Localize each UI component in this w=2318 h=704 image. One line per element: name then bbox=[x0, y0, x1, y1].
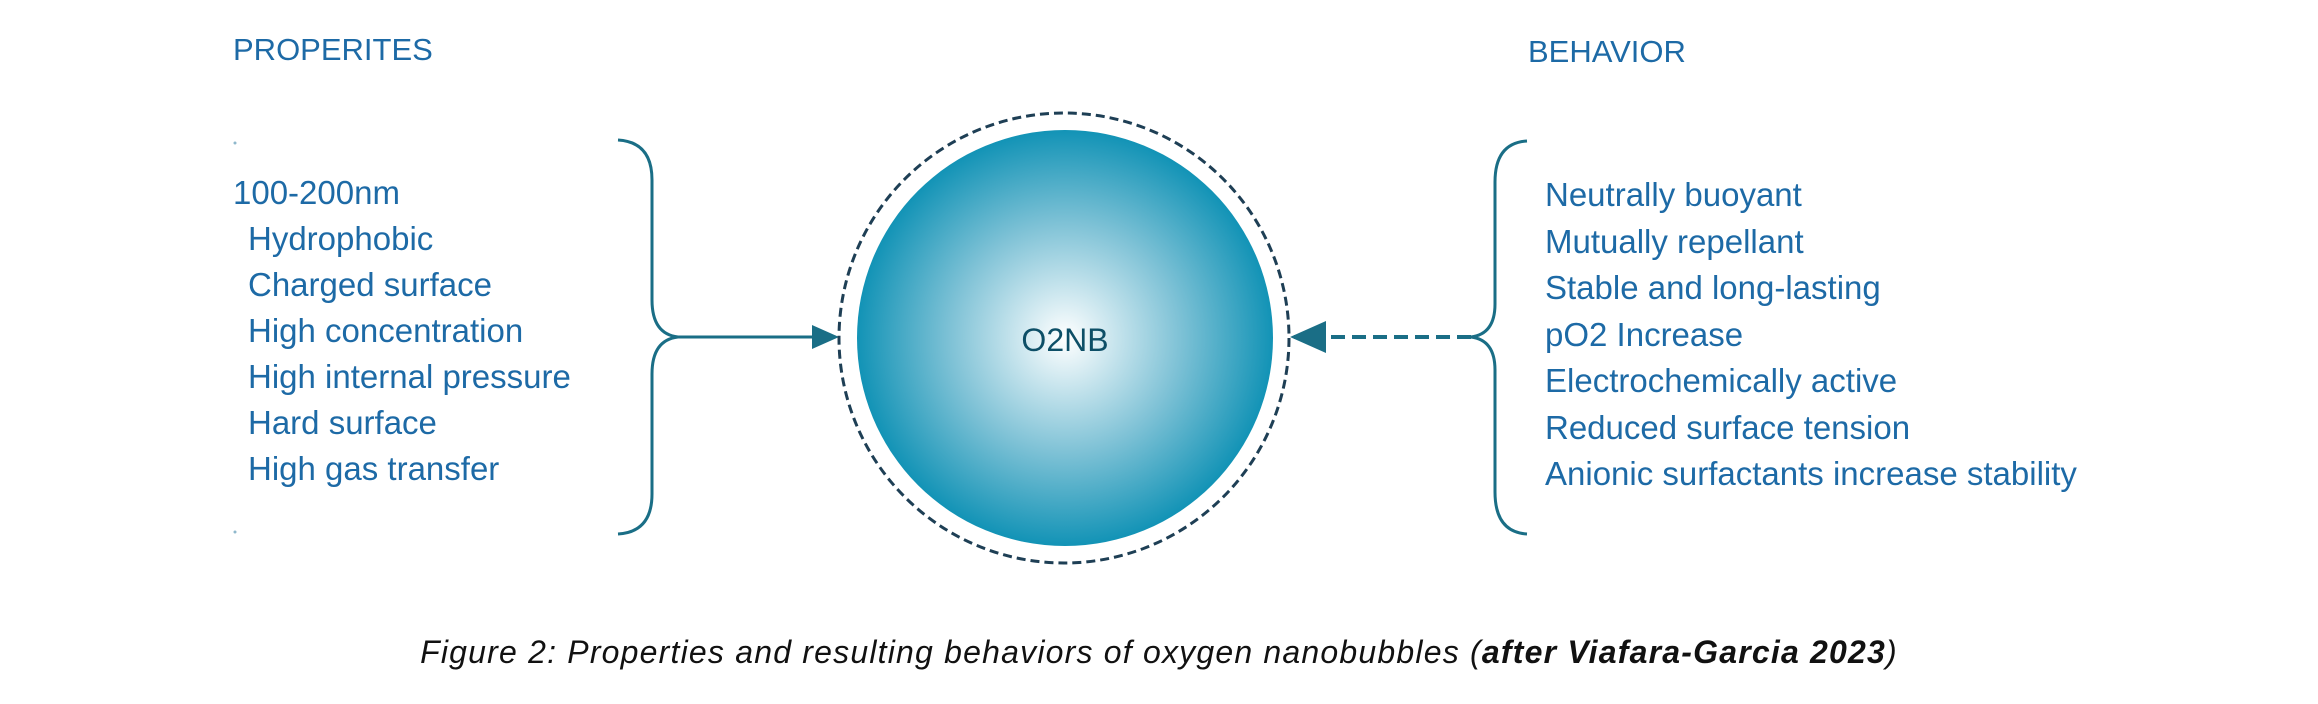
left-brace bbox=[617, 138, 679, 536]
property-item: 100-200nm bbox=[233, 174, 400, 211]
bubble bbox=[857, 130, 1273, 546]
caption-citation: after Viafara-Garcia 2023 bbox=[1481, 634, 1887, 670]
dot bbox=[233, 530, 237, 534]
bubble-label: O2NB bbox=[1021, 322, 1109, 358]
property-item: High gas transfer bbox=[248, 450, 500, 487]
bubble-outline bbox=[837, 111, 1291, 565]
behavior-item: Electrochemically active bbox=[1545, 362, 1898, 399]
right-brace bbox=[1470, 139, 1528, 536]
property-item: High concentration bbox=[248, 312, 524, 349]
property-item: Charged surface bbox=[248, 266, 492, 303]
behavior-item: Neutrally buoyant bbox=[1545, 176, 1802, 213]
properties-heading: PROPERITES bbox=[233, 32, 433, 67]
behavior-item: Stable and long-lasting bbox=[1545, 269, 1881, 306]
behavior-item: Anionic surfactants increase stability bbox=[1545, 455, 2077, 492]
behavior-item: pO2 Increase bbox=[1545, 316, 1744, 353]
figure-caption: Figure 2: Properties and resulting behav… bbox=[0, 634, 2318, 671]
caption-end: ) bbox=[1886, 634, 1898, 670]
caption-text: Figure 2: Properties and resulting behav… bbox=[420, 634, 1482, 670]
dot bbox=[233, 141, 237, 145]
behavior-item: Reduced surface tension bbox=[1545, 409, 1911, 446]
property-item: Hydrophobic bbox=[248, 220, 434, 257]
behavior-item: Mutually repellant bbox=[1545, 223, 1804, 260]
property-item: Hard surface bbox=[248, 404, 437, 441]
behavior-heading: BEHAVIOR bbox=[1528, 34, 1686, 69]
property-item: High internal pressure bbox=[248, 358, 571, 395]
